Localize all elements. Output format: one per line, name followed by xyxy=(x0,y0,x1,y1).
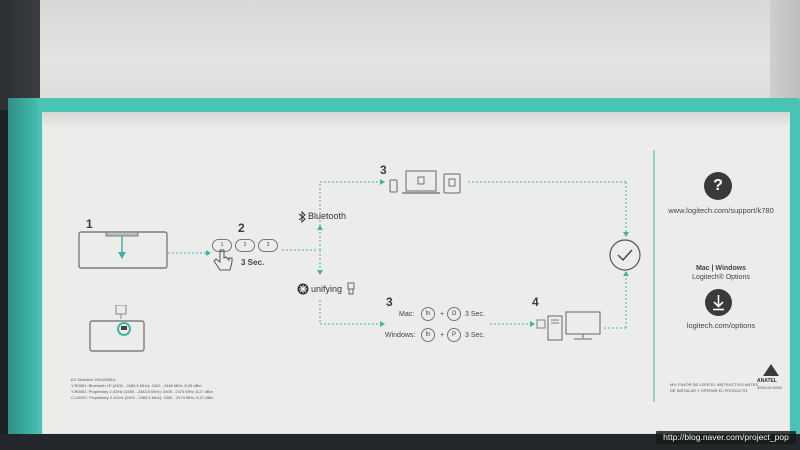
mac-duration: 3 Sec. xyxy=(465,311,485,318)
channel-key-1: 1 xyxy=(212,239,232,252)
table-surface xyxy=(0,434,800,450)
mac-shortcut-label: Mac: xyxy=(399,311,415,318)
windows-fn-key: fn xyxy=(421,328,435,342)
regulatory-line-3: Y-R0061: Proprietary 2.4GHz (2400 - 2483… xyxy=(71,389,213,394)
keyboard-battery-icon xyxy=(89,305,145,352)
mac-o-key: O xyxy=(447,307,461,321)
channel-key-2: 2 xyxy=(235,239,255,252)
support-url: www.logitech.com/support/k780 xyxy=(668,206,774,215)
card-top-shade xyxy=(42,112,790,128)
step-2-number: 2 xyxy=(238,221,245,235)
download-icon xyxy=(705,289,732,316)
mx-note-line-1: MX: FAVOR DE LEER EL INSTRUCTIVO ANTES xyxy=(670,382,759,387)
step-3-unifying-number: 3 xyxy=(386,295,393,309)
unifying-label: unifying xyxy=(311,284,343,294)
step-3-bluetooth-number: 3 xyxy=(380,163,387,177)
bluetooth-label: Bluetooth xyxy=(308,211,347,221)
regulatory-line-2: Y-R0061: Bluetooth LE (2400 - 2483.5 MHz… xyxy=(71,383,202,388)
box-lid xyxy=(0,0,800,105)
options-url: logitech.com/options xyxy=(686,321,756,330)
regulatory-line-1: EU Directive 2014/53/EU xyxy=(71,377,116,382)
help-question-icon xyxy=(704,172,732,200)
windows-plus: + xyxy=(440,332,445,339)
channel-key-3: 3 xyxy=(258,239,278,252)
mx-note-line-2: DE INSTALAR Y OPERAR EL PRODUCTO xyxy=(670,388,748,393)
step-4-number: 4 xyxy=(532,295,539,309)
press-finger-icon xyxy=(213,249,233,271)
desktop-computer-icon xyxy=(536,311,601,341)
lid-shadow xyxy=(0,0,40,110)
regulatory-line-4: C-U0007: Proprietary 2.4GHz (2400 - 2483… xyxy=(71,395,214,400)
instruction-card xyxy=(42,112,790,434)
keyboard-power-switch-icon xyxy=(78,231,168,269)
lid-right-edge xyxy=(770,0,800,105)
devices-icon xyxy=(389,170,461,194)
step-1-number: 1 xyxy=(86,217,93,231)
options-subtitle: Logitech® Options xyxy=(692,274,750,281)
windows-shortcut-label: Windows: xyxy=(385,332,416,339)
anatel-logo-icon xyxy=(763,364,779,376)
mac-plus: + xyxy=(440,311,445,318)
unifying-icon xyxy=(297,283,309,295)
receiver-icon xyxy=(347,282,355,295)
anatel-code: 0000-00-0000 xyxy=(757,385,782,390)
hold-duration: 3 Sec. xyxy=(241,258,265,267)
options-title: Mac | Windows xyxy=(695,265,747,272)
anatel-name: ANATEL xyxy=(757,378,777,384)
teal-box-shade xyxy=(8,98,38,443)
blog-watermark: http://blog.naver.com/project_pop xyxy=(656,431,796,444)
windows-duration: 3 Sec. xyxy=(465,332,485,339)
help-question-glyph: ? xyxy=(713,177,723,194)
mac-fn-key: fn xyxy=(421,307,435,321)
check-circle-icon xyxy=(609,239,641,271)
windows-p-key: P xyxy=(447,328,461,342)
bluetooth-icon xyxy=(298,211,306,223)
